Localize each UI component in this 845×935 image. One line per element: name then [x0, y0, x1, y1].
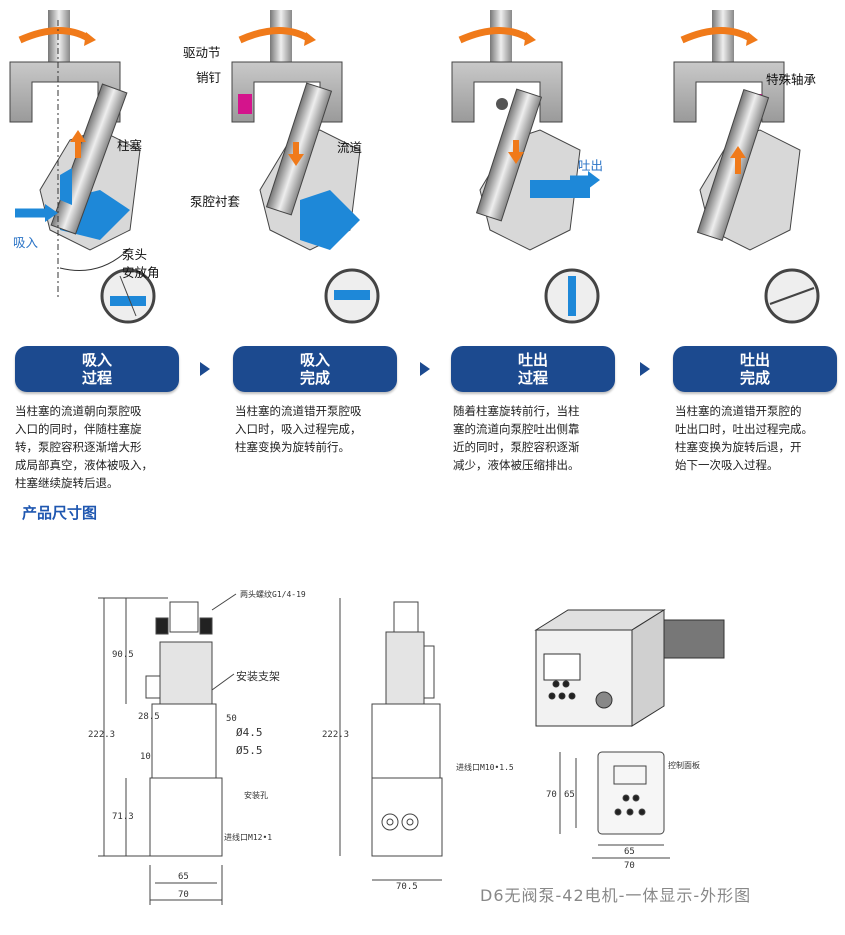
dim-w-50: 50: [226, 714, 237, 724]
dim-wire-inlet-1: 进线口M12•1: [224, 833, 273, 842]
dim-control-panel: 控制面板: [668, 761, 700, 770]
pump-stages-illustration: [9, 10, 820, 324]
dim-bracket: 安装支架: [236, 670, 280, 683]
dim-panel-w-65: 65: [624, 847, 635, 857]
dim-hole-45: Ø4.5: [236, 726, 263, 739]
dimension-drawings: [98, 593, 725, 905]
label-plunger: 柱塞: [117, 138, 143, 153]
stage-3-description: 随着柱塞旋转前行，当柱 塞的流道向泵腔吐出侧靠 近的同时，泵腔容积逐渐 减少，液…: [453, 404, 580, 472]
label-liner: 泵腔衬套: [190, 194, 241, 209]
label-pump-head: 泵头: [122, 247, 148, 262]
dim-h-10: 10: [140, 752, 151, 762]
stage-2-pill-line1: 吸入: [299, 351, 330, 369]
stage-2-description: 当柱塞的流道错开泵腔吸 入口时，吸入过程完成， 柱塞变换为旋转前行。: [235, 404, 362, 454]
stage-2-pill: 吸入 完成: [233, 346, 397, 392]
dim-w-70: 70: [178, 890, 189, 900]
dim-port-thread: 两头螺纹G1/4-19: [240, 590, 306, 599]
stage-3-pill-line1: 吐出: [517, 351, 548, 369]
label-pin: 销钉: [196, 70, 222, 85]
label-mount-angle: 安放角: [122, 265, 160, 280]
stage-4-pill: 吐出 完成: [673, 346, 837, 392]
stage-1-pill-line2: 过程: [81, 369, 112, 387]
label-drive-joint: 驱动节: [183, 45, 221, 60]
dim-w-65: 65: [178, 872, 189, 882]
stage-1-pill: 吸入 过程: [15, 346, 179, 392]
arrow-right-icon: [640, 362, 650, 376]
stage-2-graphic: [231, 10, 380, 324]
arrow-right-icon: [200, 362, 210, 376]
label-suction: 吸入: [13, 235, 39, 250]
dim-panel-h-70: 70: [546, 790, 557, 800]
drawing-caption: D6无阀泵-42电机-一体显示-外形图: [480, 886, 752, 905]
stage-1-description: 当柱塞的流道朝向泵腔吸 入口的同时，伴随柱塞旋 转，泵腔容积逐渐增大形 成局部真…: [15, 404, 153, 490]
label-bearing: 特殊轴承: [766, 72, 817, 87]
dim-side-w-70-5: 70.5: [396, 882, 418, 892]
dim-hole-55: Ø5.5: [236, 744, 263, 757]
arrow-right-icon: [420, 362, 430, 376]
dim-side-h-222-3: 222.3: [322, 730, 350, 740]
dim-h-222-3: 222.3: [88, 730, 116, 740]
stage-4-description: 当柱塞的流道错开泵腔的 吐出口时，吐出过程完成。 柱塞变换为旋转后退，开 始下一…: [675, 404, 813, 472]
dim-h-71-3: 71.3: [112, 812, 134, 822]
dim-mount-hole: 安装孔: [244, 791, 268, 800]
stage-3-graphic: [451, 10, 600, 324]
dim-h-90-5: 90.5: [112, 650, 134, 660]
dim-h-28-5: 28.5: [138, 712, 160, 722]
stage-1-graphic: [9, 10, 156, 324]
stage-4-graphic: [673, 10, 820, 324]
stage-3-pill-line2: 过程: [517, 369, 548, 387]
label-discharge: 吐出: [578, 158, 604, 173]
stage-2-pill-line2: 完成: [299, 369, 330, 387]
dim-wire-inlet-2: 进线口M10•1.5: [456, 763, 514, 772]
stage-4-pill-line2: 完成: [739, 369, 770, 387]
dim-panel-h-65: 65: [564, 790, 575, 800]
dim-panel-w-70: 70: [624, 861, 635, 871]
stage-1-pill-line1: 吸入: [81, 351, 112, 369]
stage-4-pill-line1: 吐出: [739, 351, 770, 369]
label-channel: 流道: [337, 140, 363, 155]
section-title: 产品尺寸图: [22, 504, 98, 522]
stage-3-pill: 吐出 过程: [451, 346, 615, 392]
